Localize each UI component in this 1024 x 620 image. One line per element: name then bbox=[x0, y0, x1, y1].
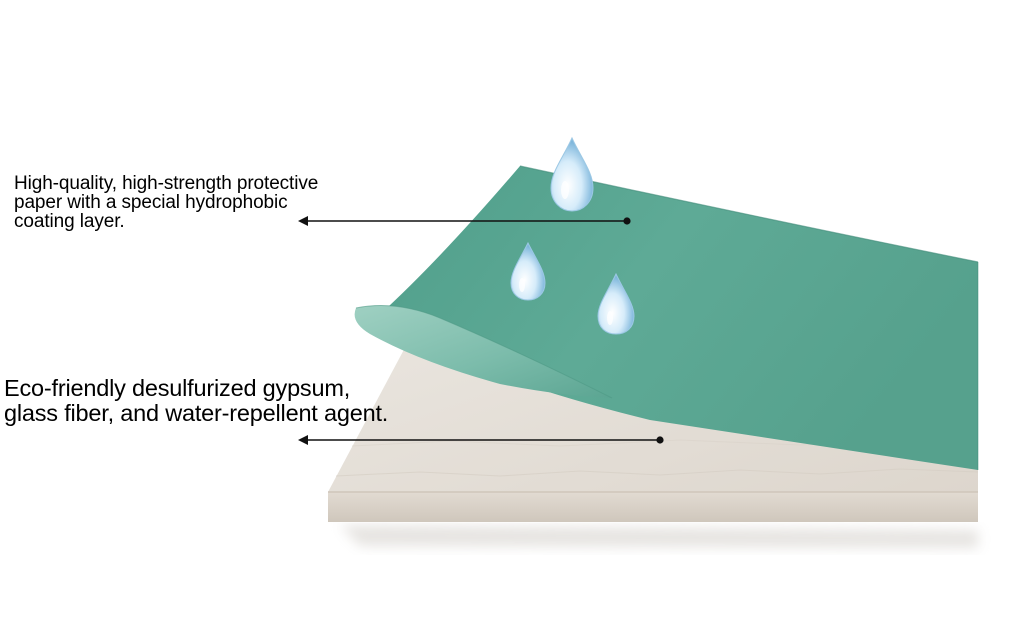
water-drop-icon bbox=[550, 136, 594, 212]
paper-layer-callout: High-quality, high-strength protective p… bbox=[14, 173, 319, 232]
water-drop-icon bbox=[597, 272, 635, 335]
board-shadow bbox=[340, 525, 978, 548]
paper-curl-corner bbox=[354, 305, 613, 399]
core-layer-callout: Eco-friendly desulfurized gypsum, glass … bbox=[4, 375, 389, 426]
arrow-left-icon bbox=[298, 216, 308, 226]
core-pointer-line bbox=[304, 436, 664, 444]
water-drop-icon bbox=[510, 241, 546, 301]
paper-pointer-line bbox=[304, 217, 631, 225]
arrow-left-icon bbox=[298, 435, 308, 445]
